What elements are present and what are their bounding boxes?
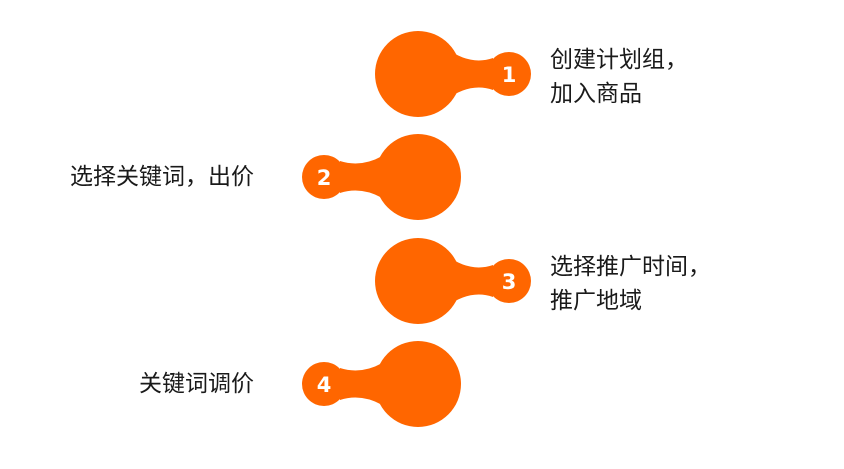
step-2-node: 2 [302,134,461,220]
step-3-label-line-1: 选择推广时间， [550,254,711,280]
step-3-label: 选择推广时间， 推广地域 [550,250,711,318]
step-2-label-line-1: 选择关键词，出价 [70,164,254,190]
step-3-label-line-2: 推广地域 [550,288,642,314]
step-4-number: 4 [317,373,332,397]
step-4-label-line-1: 关键词调价 [139,371,254,397]
step-3-number: 3 [502,270,517,294]
step-4-node: 4 [302,341,461,427]
step-2-label: 选择关键词，出价 [70,160,254,194]
step-1-label: 创建计划组， 加入商品 [550,43,688,111]
step-2-number: 2 [317,166,332,190]
step-1-node: 1 [375,31,531,117]
step-3-node: 3 [375,238,531,324]
step-1-label-line-2: 加入商品 [550,81,642,107]
step-1-label-line-1: 创建计划组， [550,47,688,73]
step-1-number: 1 [502,63,517,87]
step-4-label: 关键词调价 [139,367,254,401]
